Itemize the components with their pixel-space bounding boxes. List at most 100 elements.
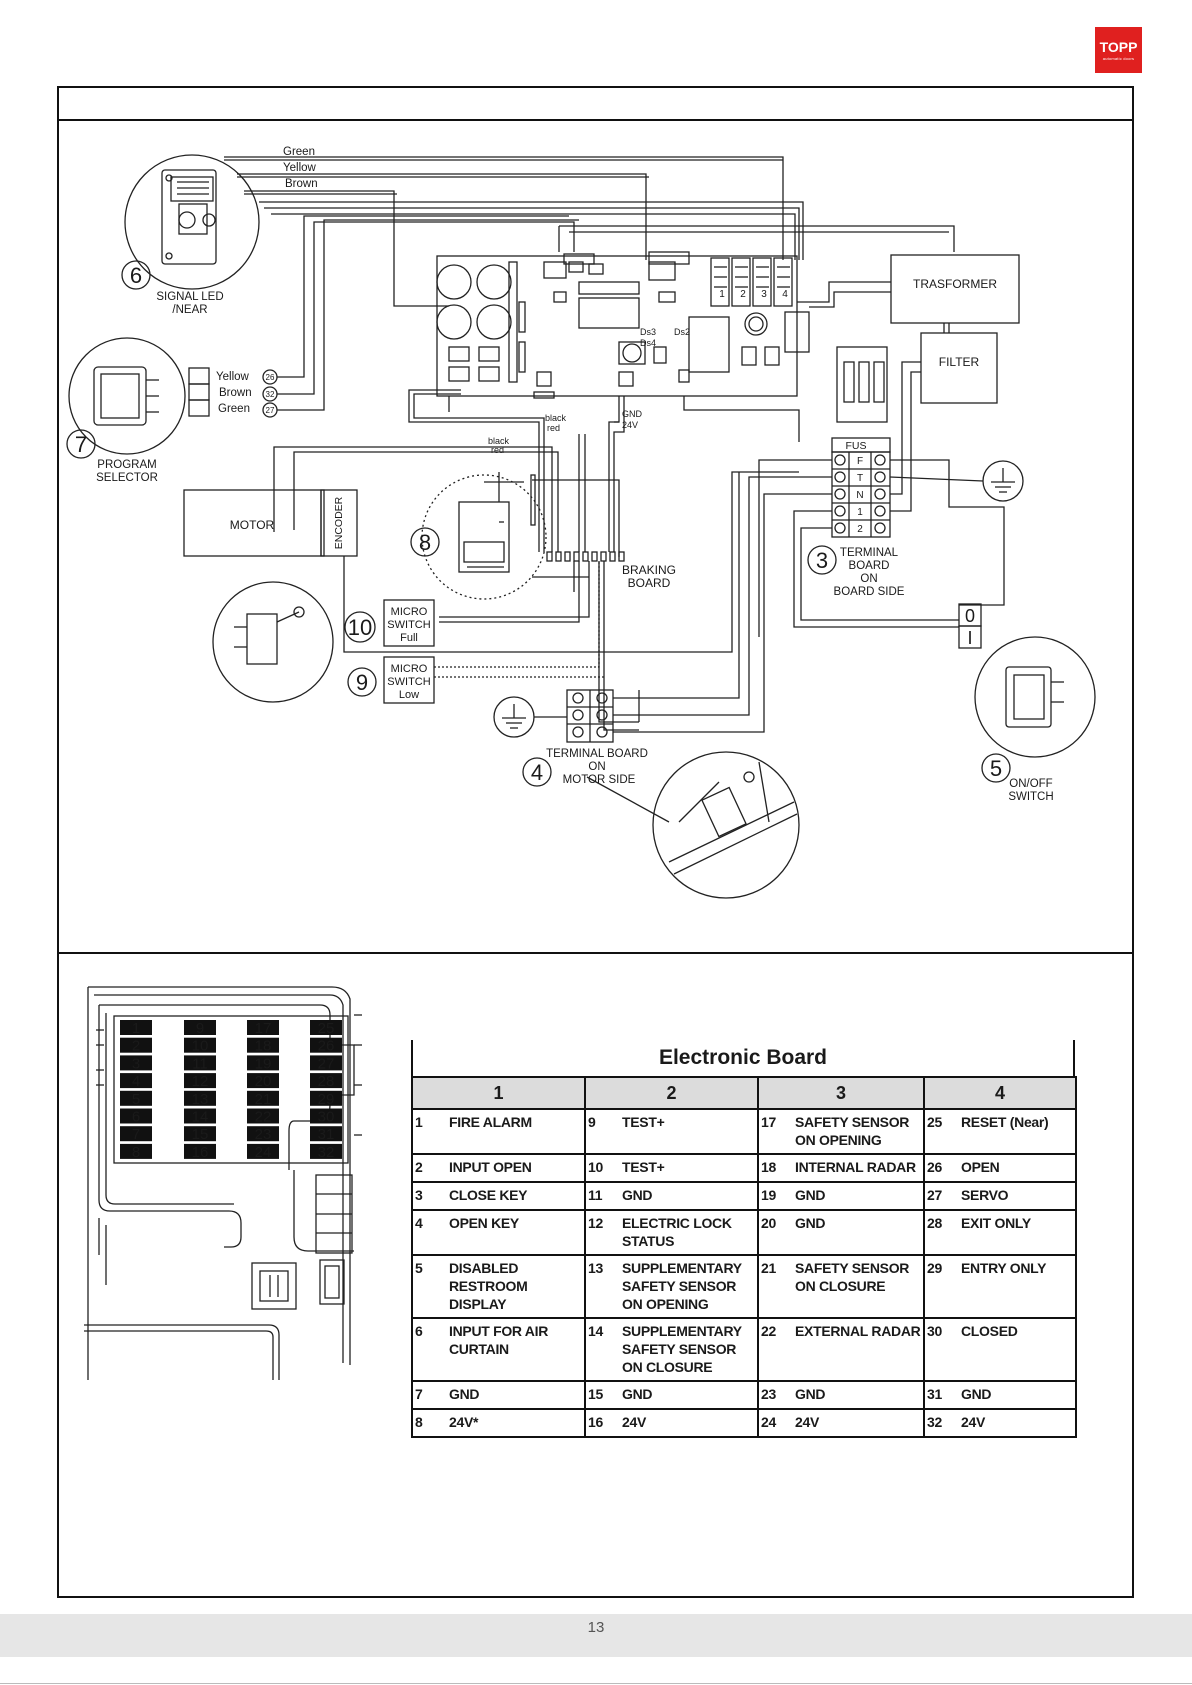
wire-label-black-2: black [488,436,510,446]
board-pin-number: 17 [255,1020,272,1037]
pin-function: OPEN [961,1159,1000,1175]
pin-number: 28 [927,1215,942,1231]
board-pin-tag [310,1143,342,1159]
pin-number: 9 [588,1114,596,1130]
board-pin-number: 21 [255,1091,272,1108]
board-pin-tag [247,1037,279,1053]
pin-function: CLOSE KEY [449,1187,528,1203]
pin-number: 23 [761,1386,776,1402]
brand-logo-tagline: automatic doors [1102,56,1135,61]
table-header: 1 [411,1076,586,1110]
board-pin-tag [120,1126,152,1142]
encoder-label: ENCODER [333,496,345,549]
selector-terminal-32: 32 [266,390,275,399]
board-pin-number: 4 [132,1073,140,1090]
terminal-board-board-label-3: ON [860,573,877,585]
micro-switch-illustration [212,581,334,703]
onoff-switch-number: 5 [990,756,1002,781]
terminal-board-motor-number: 4 [531,760,543,785]
board-pin-number: 19 [255,1055,272,1072]
board-pin-tag [184,1126,216,1142]
micro-switch-full-label-3: Full [400,632,418,644]
board-pin-number: 26 [318,1038,335,1055]
board-pin-number: 6 [132,1109,140,1126]
brand-logo-text: TOPP [1099,39,1138,55]
fuse-holder-illustration [836,346,888,423]
board-pin-number: 29 [318,1091,335,1108]
pin-function: INTERNAL RADAR [795,1159,916,1175]
micro-switch-full-number: 10 [348,615,372,640]
pin-function: TEST+ [622,1114,665,1130]
transformer-box [890,254,1020,324]
table-header: 2 [584,1076,759,1110]
pcb-wires [273,389,800,552]
pin-function: GND [961,1386,992,1402]
terminal-board-board-label-4: BOARD SIDE [834,586,905,598]
board-pin-tag [184,1020,216,1035]
board-pin-tag [184,1055,216,1071]
pin-number: 31 [927,1386,942,1402]
program-selector-illustration [68,337,186,455]
pin-function: ELECTRIC LOCK STATUS [622,1215,732,1249]
pin-number: 19 [761,1187,776,1203]
selector-wire-brown: Brown [219,387,252,399]
pin-function: SAFETY SENSOR ON CLOSURE [795,1260,910,1294]
motor-label: MOTOR [230,518,275,532]
board-pin-number: 30 [318,1109,335,1126]
pin-function: SUPPLEMENTARY SAFETY SENSOR ON OPENING [622,1260,742,1312]
pin-number: 24 [761,1414,776,1430]
pin-number: 32 [927,1414,942,1430]
filter-label: FILTER [939,355,980,369]
pcb-connector-1: 1 [719,289,725,300]
board-pin-tag [310,1090,342,1106]
terminal-board-board-label-1: TERMINAL [840,547,899,559]
table-header: 3 [757,1076,925,1110]
pcb-label-ds2: Ds2 [674,327,690,337]
board-pin-number: 28 [318,1073,335,1090]
pcb-connector-2: 2 [740,289,746,300]
pin-function: GND [795,1386,826,1402]
selector-terminal-27: 27 [266,406,275,415]
pin-number: 18 [761,1159,776,1175]
board-pin-tag [184,1037,216,1053]
pin-number: 4 [415,1215,423,1231]
board-pin-tag [184,1108,216,1124]
pin-number: 22 [761,1323,776,1339]
pin-function: EXIT ONLY [961,1215,1031,1231]
pin-function: SUPPLEMENTARY SAFETY SENSOR ON CLOSURE [622,1323,742,1375]
pin-number: 21 [761,1260,776,1276]
board-pin-tag [310,1108,342,1124]
pin-function: ENTRY ONLY [961,1260,1047,1276]
pcb-connector-3: 3 [761,289,767,300]
pin-number: 30 [927,1323,942,1339]
selector-wire-yellow: Yellow [216,371,250,383]
braking-board-label-2: BOARD [628,576,671,590]
pin-number: 1 [415,1114,423,1130]
micro-switch-full-box [383,599,435,647]
pin-function: GND [622,1386,653,1402]
onoff-switch-label-2: SWITCH [1008,791,1053,803]
table-cell: 23 GND [757,1380,925,1410]
